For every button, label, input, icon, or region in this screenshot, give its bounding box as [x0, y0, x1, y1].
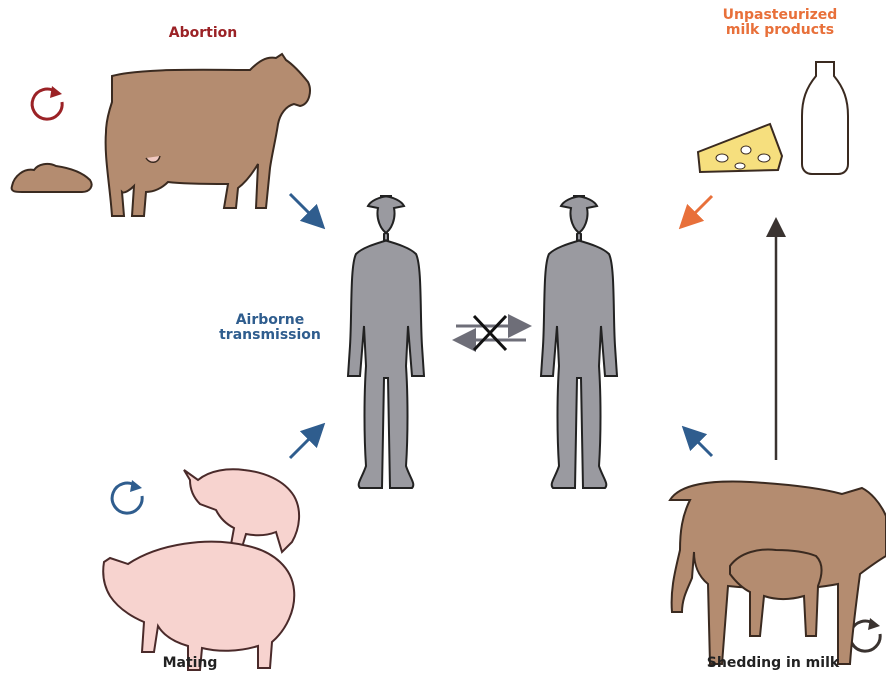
cycle-icon-red	[32, 86, 62, 119]
human-icon	[348, 196, 424, 488]
label-unpasteurized-milk-products: Unpasteurized milk products	[700, 8, 860, 38]
label-abortion: Abortion	[148, 26, 258, 41]
human-icon	[541, 196, 617, 488]
cow-icon	[106, 54, 310, 216]
arrow-cow-to-human-right	[686, 430, 712, 456]
calf-icon	[730, 550, 822, 636]
label-shedding-in-milk: Shedding in milk	[688, 656, 858, 671]
cycle-icon-blue	[112, 480, 142, 513]
arrow-cow-to-human	[290, 194, 321, 225]
arrow-milkproducts-to-human	[683, 196, 712, 225]
milk-bottle-icon	[802, 62, 848, 174]
cross-icon	[456, 316, 526, 350]
calf-icon	[12, 164, 92, 192]
cheese-icon	[698, 124, 782, 172]
label-airborne-transmission: Airborne transmission	[200, 313, 340, 343]
arrow-pig-to-human	[290, 427, 321, 458]
label-mating: Mating	[140, 656, 240, 671]
pig-icon	[103, 469, 299, 670]
